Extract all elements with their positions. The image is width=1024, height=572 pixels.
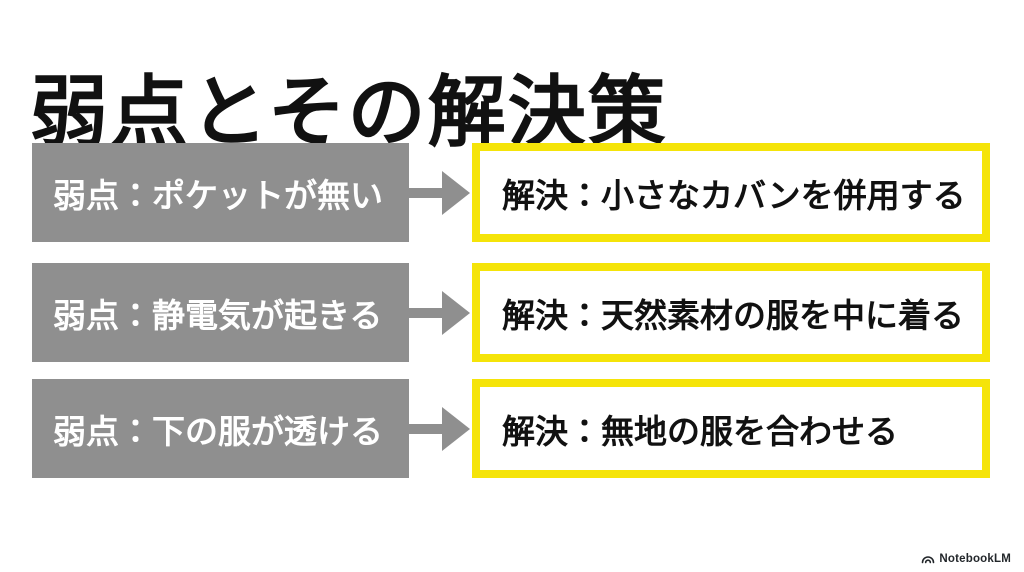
solution-label: 解決：天然素材の服を中に着る	[502, 296, 964, 334]
weakness-box: 弱点：ポケットが無い	[32, 143, 409, 242]
notebooklm-logo-icon	[921, 553, 935, 565]
page-title: 弱点とその解決策	[30, 68, 668, 157]
brand-label: NotebookLM	[939, 553, 1011, 565]
solution-box: 解決：小さなカバンを併用する	[472, 143, 990, 242]
mapping-row: 弱点：静電気が起きる 解決：天然素材の服を中に着る	[32, 263, 990, 362]
weakness-label: 弱点：下の服が透ける	[53, 412, 383, 450]
right-arrow-icon	[409, 263, 472, 362]
right-arrow-icon	[409, 379, 472, 478]
brand-watermark: NotebookLM	[921, 553, 1011, 565]
mapping-row: 弱点：下の服が透ける 解決：無地の服を合わせる	[32, 379, 990, 478]
weakness-label: 弱点：ポケットが無い	[53, 176, 383, 214]
solution-label: 解決：小さなカバンを併用する	[502, 176, 966, 214]
solution-box: 解決：無地の服を合わせる	[472, 379, 990, 478]
right-arrow-icon	[409, 143, 472, 242]
weakness-box: 弱点：静電気が起きる	[32, 263, 409, 362]
mapping-row: 弱点：ポケットが無い 解決：小さなカバンを併用する	[32, 143, 990, 242]
weakness-box: 弱点：下の服が透ける	[32, 379, 409, 478]
solution-box: 解決：天然素材の服を中に着る	[472, 263, 990, 362]
weakness-label: 弱点：静電気が起きる	[53, 296, 383, 334]
solution-label: 解決：無地の服を合わせる	[502, 412, 898, 450]
